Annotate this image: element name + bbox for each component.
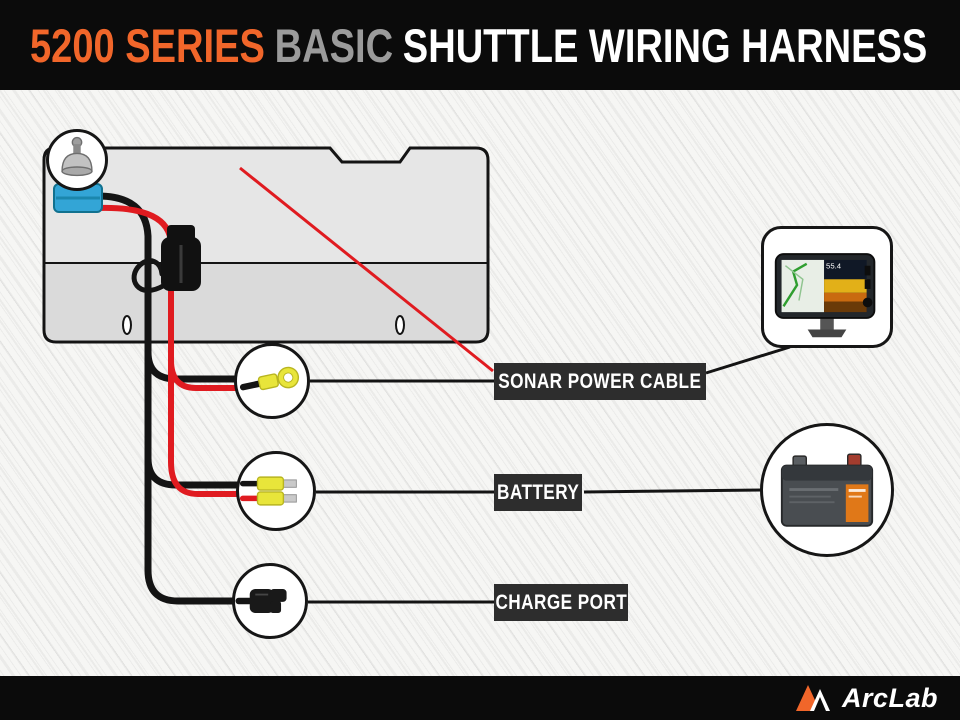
title-tier: BASIC	[274, 18, 394, 72]
spade-terminals-callout	[236, 451, 316, 531]
depth-reading: 55.4	[826, 262, 842, 271]
suction-mount-callout	[46, 129, 108, 191]
battery-image-callout	[760, 423, 894, 557]
spade-terminals-icon	[239, 476, 297, 506]
battery-label: BATTERY	[494, 474, 582, 511]
sae-connector-callout	[232, 563, 308, 639]
battery-image	[780, 453, 874, 527]
suction-cup-icon	[61, 136, 93, 177]
title-series: 5200 SERIES	[30, 18, 265, 72]
ring-terminal-callout	[234, 343, 310, 419]
fishfinder-callout: 55.4	[761, 226, 893, 348]
charge-port-label: CHARGE PORT	[494, 584, 628, 621]
fishfinder-image: 55.4	[774, 253, 876, 338]
title-rest: SHUTTLE WIRING HARNESS	[402, 18, 928, 72]
footer: ArcLab	[0, 676, 960, 720]
sae-connector-icon	[235, 589, 287, 613]
arclab-logo-mark	[795, 685, 830, 711]
sonar-power-cable-label: SONAR POWER CABLE	[494, 363, 706, 400]
arclab-wordmark: ArcLab	[841, 682, 938, 713]
ring-terminal-icon	[239, 366, 300, 391]
